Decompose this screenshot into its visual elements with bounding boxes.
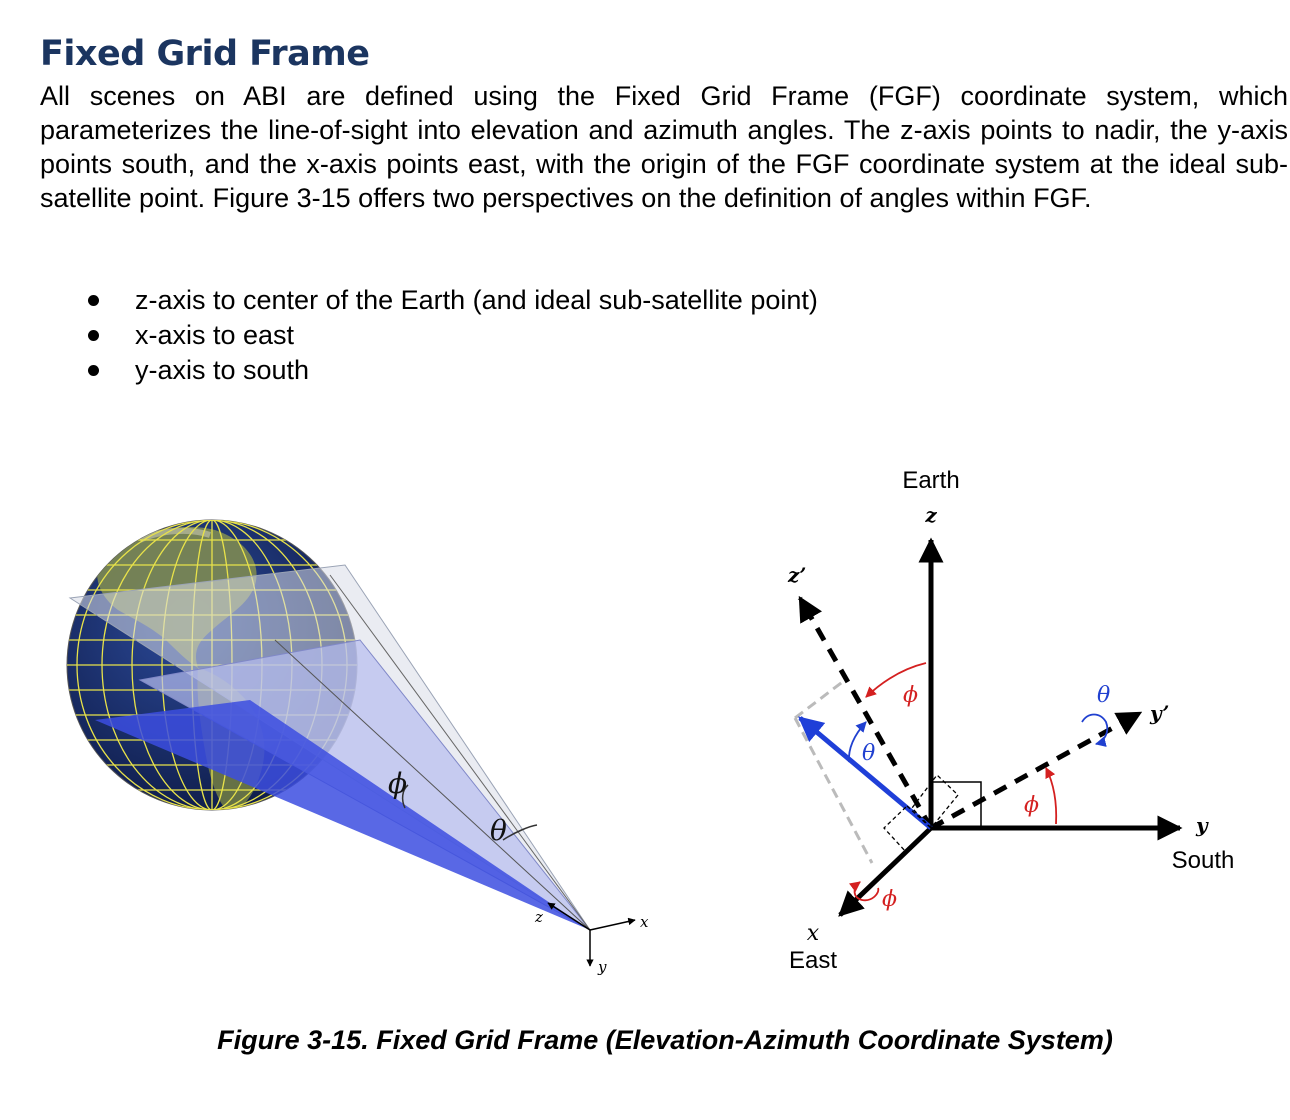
phi-arc-right	[1045, 767, 1058, 825]
x-label: x	[807, 921, 820, 946]
theta-label-center: θ	[862, 741, 875, 766]
theta-label-left: θ	[490, 814, 507, 847]
y-prime-label: y’	[1149, 701, 1169, 725]
phi-label-bottom: ϕ	[882, 887, 897, 912]
phi-arc-bottom	[848, 881, 880, 902]
z-label: z	[924, 503, 937, 527]
x-axis	[838, 826, 933, 917]
axis-x-label-left: x	[640, 913, 649, 931]
scan-plane-blue	[95, 700, 590, 930]
theta-label-right: θ	[1097, 683, 1110, 708]
bullet-text: z-axis to center of the Earth (and ideal…	[135, 285, 818, 315]
phi-label-left: ϕ	[388, 767, 407, 800]
bullet-text: x-axis to east	[135, 320, 295, 350]
y-label: y	[1195, 813, 1209, 837]
bullet-icon	[88, 330, 99, 341]
axes-diagram: Earth z z’ ϕ θ y’ θ ϕ y South ϕ x East	[787, 467, 1234, 974]
theta-arc-right	[1081, 713, 1109, 747]
theta-arc-left	[848, 721, 867, 763]
bullet-text: y-axis to south	[135, 355, 310, 385]
body-paragraph: All scenes on ABI are defined using the …	[40, 81, 1288, 213]
section-heading: Fixed Grid Frame	[40, 34, 370, 74]
east-label: East	[789, 947, 837, 974]
line-of-sight	[798, 716, 933, 830]
figure-caption: Figure 3-15. Fixed Grid Frame (Elevation…	[217, 1025, 1113, 1055]
phi-label-top: ϕ	[903, 683, 918, 708]
z-prime-label: z’	[787, 563, 806, 587]
axis-z-label-left: z	[534, 908, 543, 926]
phi-arc-top	[865, 662, 927, 698]
z-prime-axis	[797, 595, 934, 830]
globe-diagram: ϕ θ z x y	[66, 519, 649, 976]
bullet-icon	[88, 365, 99, 376]
y-prime-axis	[929, 710, 1143, 831]
south-label: South	[1172, 847, 1235, 874]
axis-y-label-left: y	[597, 958, 607, 976]
phi-label-right: ϕ	[1024, 793, 1039, 818]
earth-label: Earth	[902, 467, 959, 494]
bullet-icon	[88, 295, 99, 306]
